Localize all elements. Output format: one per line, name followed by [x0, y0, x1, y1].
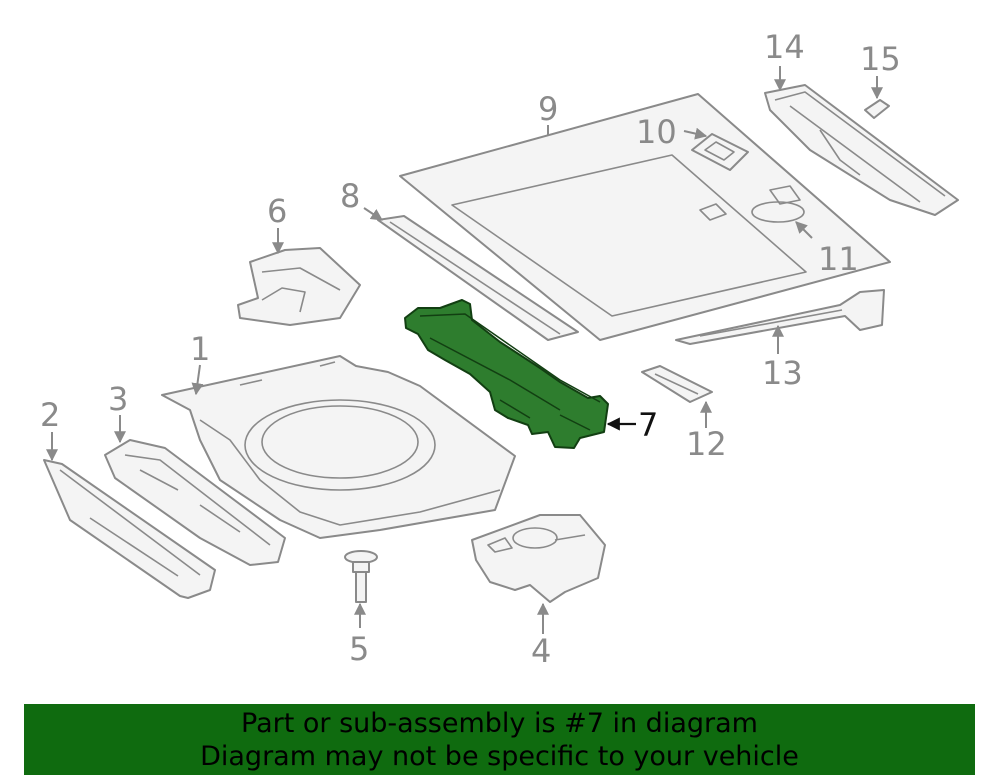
banner-line-disclaimer: Diagram may not be specific to your vehi…	[200, 740, 799, 772]
callout-15: 15	[860, 40, 901, 78]
callout-7: 7	[638, 406, 658, 444]
callout-8: 8	[340, 177, 360, 215]
part-13-side-rail[interactable]	[675, 289, 885, 345]
part-14-sill-trim[interactable]	[764, 84, 959, 216]
part-3-tray[interactable]	[104, 439, 286, 566]
part-6-side-block[interactable]	[237, 247, 361, 326]
callout-1: 1	[190, 330, 210, 368]
callout-2: 2	[40, 396, 60, 434]
part-15-clip[interactable]	[864, 99, 890, 119]
part-8-rail-strip[interactable]	[377, 215, 579, 341]
callout-14: 14	[764, 28, 805, 66]
info-banner: Part or sub-assembly is #7 in diagram Di…	[24, 704, 975, 775]
part-4-foam-block[interactable]	[471, 514, 606, 603]
callout-3: 3	[108, 380, 128, 418]
part-2-rear-panel[interactable]	[43, 459, 216, 599]
parts-diagram: 1 2 3 4 5 6 7 8 9 10 11 12 13 14 15	[40, 28, 959, 670]
callout-11: 11	[818, 240, 859, 278]
part-1-spare-wheel-tub[interactable]	[161, 355, 516, 539]
callout-4: 4	[531, 632, 551, 670]
callout-10: 10	[636, 113, 677, 151]
callout-labels: 1 2 3 4 5 6 7 8 9 10 11 12 13 14 15	[40, 28, 901, 670]
part-11-strap[interactable]	[699, 185, 805, 223]
leader-lines	[46, 66, 883, 634]
callout-6: 6	[267, 192, 287, 230]
callout-5: 5	[349, 630, 369, 668]
callout-12: 12	[686, 425, 727, 463]
part-5-bolt[interactable]	[344, 550, 378, 603]
part-12-bracket[interactable]	[641, 365, 713, 403]
banner-line-part: Part or sub-assembly is #7 in diagram	[241, 707, 758, 739]
part-9-floor-board[interactable]	[399, 93, 891, 341]
callout-9: 9	[538, 90, 558, 128]
part-7-support-bracket[interactable]	[404, 299, 609, 449]
callout-13: 13	[762, 354, 803, 392]
